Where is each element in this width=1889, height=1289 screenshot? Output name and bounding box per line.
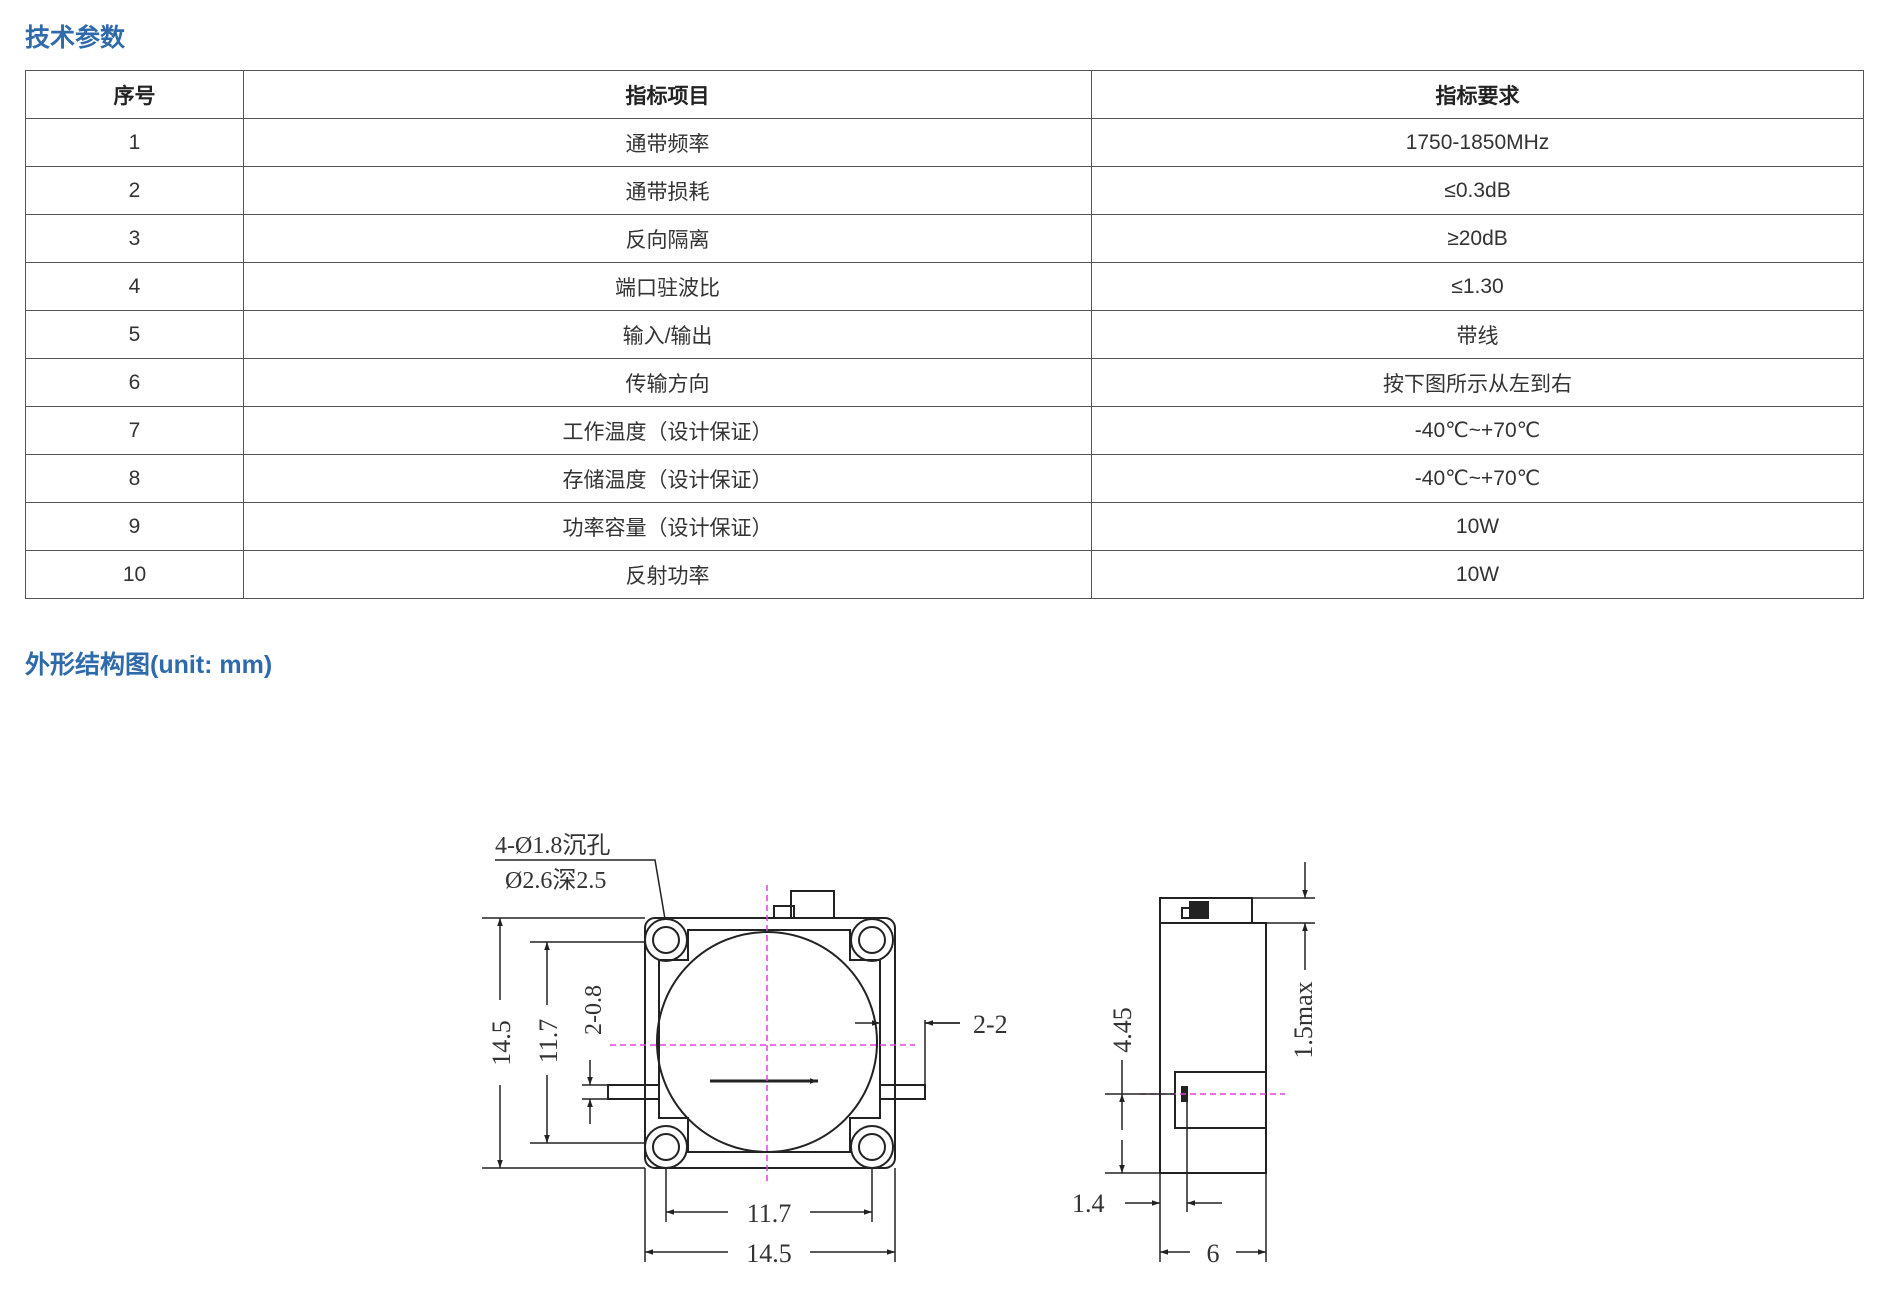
cell-index: 5 [25, 310, 244, 359]
front-centerlines [610, 885, 915, 1185]
side-dimensions [1105, 862, 1315, 1262]
side-dim-top: 1.5max [1289, 981, 1318, 1058]
mount-hole-top-right [850, 918, 894, 962]
table-row: 10 反射功率 10W [25, 550, 1864, 599]
dim-tab-height: 2-0.8 [581, 985, 607, 1035]
cell-index: 10 [25, 550, 244, 599]
front-body-outline [644, 917, 896, 1169]
table-row: 2 通带损耗 ≤0.3dB [25, 166, 1864, 215]
cell-item: 功率容量（设计保证） [243, 502, 1092, 551]
mount-hole-top-left [644, 918, 688, 962]
hole-note-line1: 4-Ø1.8沉孔 [495, 832, 610, 859]
cell-item: 传输方向 [243, 358, 1092, 407]
cell-index: 4 [25, 262, 244, 311]
cell-requirement: ≥20dB [1091, 214, 1864, 263]
cell-index: 3 [25, 214, 244, 263]
table-row: 3 反向隔离 ≥20dB [25, 214, 1864, 263]
cell-requirement: ≤1.30 [1091, 262, 1864, 311]
side-view [1159, 897, 1267, 1174]
section-title-technical-params: 技术参数 [25, 24, 126, 52]
table-row: 4 端口驻波比 ≤1.30 [25, 262, 1864, 311]
side-dim-offset: 1.4 [1072, 1189, 1105, 1218]
header-index: 序号 [25, 70, 244, 119]
top-connector-block [790, 890, 835, 919]
side-body [1159, 922, 1267, 1174]
cell-index: 7 [25, 406, 244, 455]
mount-hole-bottom-right [850, 1125, 894, 1169]
output-tab [879, 1084, 926, 1100]
side-port [1174, 1071, 1267, 1129]
dim-width-inner: 11.7 [747, 1199, 792, 1228]
header-item: 指标项目 [243, 70, 1092, 119]
ferrite-disc [656, 931, 878, 1153]
cell-index: 6 [25, 358, 244, 407]
cell-item: 端口驻波比 [243, 262, 1092, 311]
table-row: 1 通带频率 1750-1850MHz [25, 118, 1864, 167]
mount-hole-bottom-left [644, 1125, 688, 1169]
dim-tab-width: 2-2 [973, 1010, 1008, 1039]
params-table: 序号 指标项目 指标要求 1 通带频率 1750-1850MHz 2 通带损耗 … [25, 70, 1864, 599]
side-dim-height: 4.45 [1108, 1007, 1137, 1053]
table-row: 8 存储温度（设计保证） -40℃~+70℃ [25, 454, 1864, 503]
section-title-outline-drawing: 外形结构图(unit: mm) [25, 651, 273, 679]
cell-item: 通带频率 [243, 118, 1092, 167]
cell-requirement: -40℃~+70℃ [1091, 454, 1864, 503]
table-row: 9 功率容量（设计保证） 10W [25, 502, 1864, 551]
cell-requirement: 10W [1091, 502, 1864, 551]
table-row: 6 传输方向 按下图所示从左到右 [25, 358, 1864, 407]
cell-requirement: 10W [1091, 550, 1864, 599]
cell-item: 通带损耗 [243, 166, 1092, 215]
input-tab [607, 1084, 660, 1100]
table-row: 5 输入/输出 带线 [25, 310, 1864, 359]
cell-index: 2 [25, 166, 244, 215]
cell-item: 输入/输出 [243, 310, 1092, 359]
cell-item: 工作温度（设计保证） [243, 406, 1092, 455]
dim-width-outer: 14.5 [746, 1239, 792, 1268]
side-dim-width: 6 [1207, 1239, 1220, 1268]
hole-note-line2: Ø2.6深2.5 [505, 867, 606, 894]
table-header-row: 序号 指标项目 指标要求 [25, 70, 1864, 119]
dim-height-inner: 11.7 [534, 1019, 563, 1064]
front-dimensions [482, 859, 960, 1262]
cell-index: 9 [25, 502, 244, 551]
dim-height-outer: 14.5 [487, 1020, 516, 1066]
header-requirement: 指标要求 [1091, 70, 1864, 119]
